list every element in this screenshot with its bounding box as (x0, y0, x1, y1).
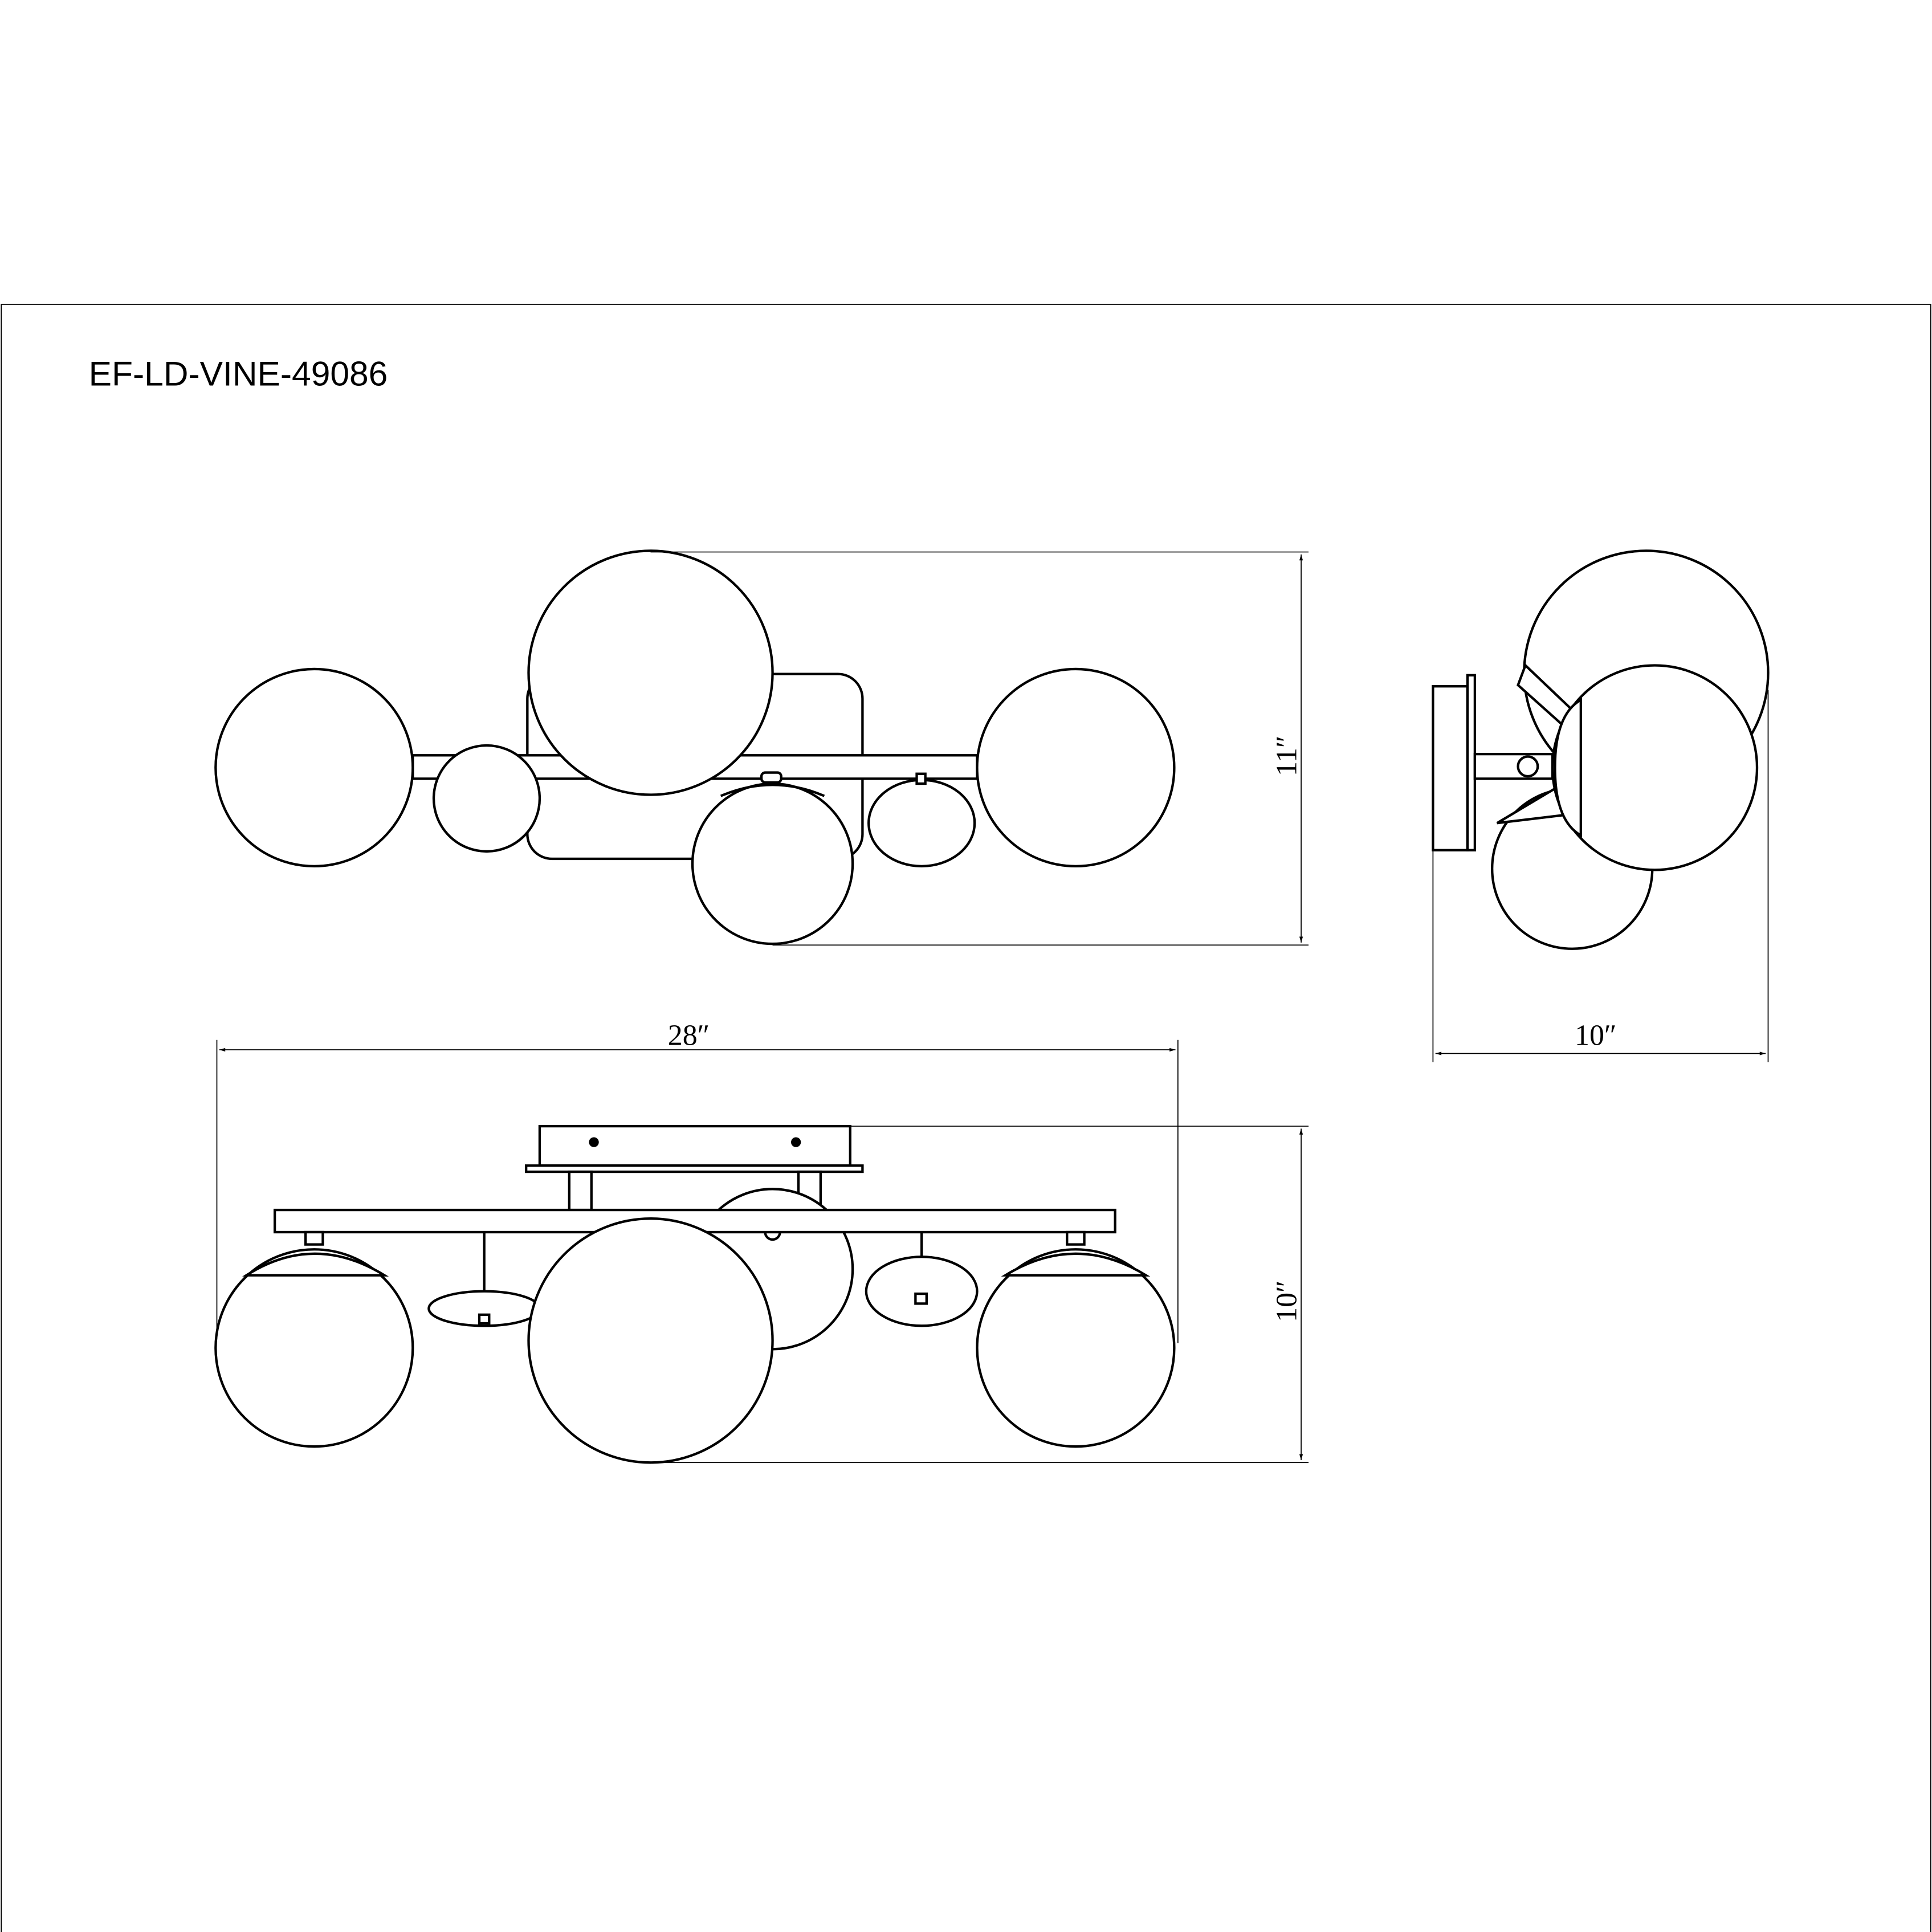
top-globe-left (214, 667, 414, 868)
top-globe-center (691, 782, 854, 945)
top-globe-finial (760, 771, 782, 784)
top-globe-large (527, 549, 774, 796)
canopy-screw-right (790, 1137, 801, 1147)
top-disc-cap (915, 772, 927, 785)
front-disc-right (865, 1256, 979, 1327)
top-disc-right (867, 778, 976, 868)
top-globe-right (976, 667, 1176, 868)
width-dimension: 28″ (216, 1019, 1179, 1343)
front-globe-right (976, 1248, 1176, 1448)
side-globe-middle (1551, 664, 1759, 871)
stem-left (568, 1170, 593, 1212)
side-canopy (1432, 685, 1469, 851)
side-arm (1473, 752, 1554, 780)
dim-top-height: 11″ (1270, 735, 1303, 776)
side-view: 10″ (1432, 549, 1770, 1062)
dim-side-depth: 10″ (1575, 1019, 1616, 1051)
canopy-plate (525, 1164, 864, 1173)
top-globe-cap (720, 784, 825, 797)
front-globe-left (214, 1248, 414, 1448)
dim-front-height: 10″ (1270, 1280, 1303, 1322)
model-number: EF-LD-VINE-49086 (89, 354, 388, 393)
front-view: 10″ (214, 1124, 1309, 1464)
top-view: 11″ (214, 549, 1309, 946)
dim-width: 28″ (668, 1019, 710, 1051)
canopy (538, 1124, 851, 1167)
top-disc-left (432, 744, 541, 853)
drawing-frame (1, 304, 1931, 1932)
front-globe-large (527, 1217, 774, 1464)
canopy-screw-left (589, 1137, 599, 1147)
